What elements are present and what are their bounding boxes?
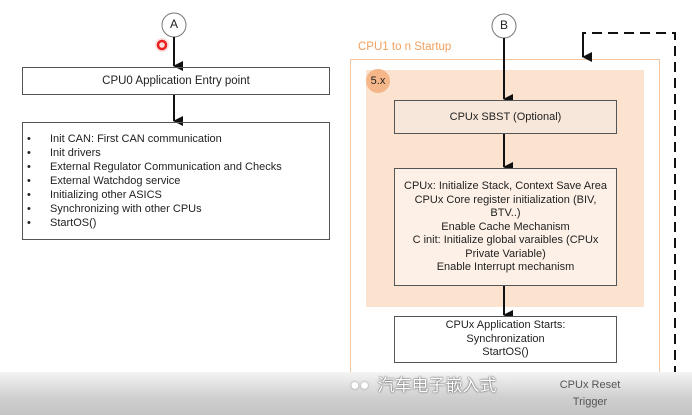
reset-label-1: CPUx Reset: [559, 379, 621, 391]
init-line: C init: Initialize global varaibles (CPU…: [412, 234, 599, 246]
cpu0-steps-box: Init CAN: First CAN communication Init d…: [22, 122, 330, 240]
wechat-icon: ●●: [350, 377, 370, 394]
sbst-box: CPUx SBST (Optional): [394, 100, 617, 134]
reset-trigger-loop: [504, 32, 676, 396]
init-line: BTV..): [490, 207, 521, 219]
watermark: 汽车电子嵌入式: [377, 376, 497, 395]
list-item: Initializing other ASICS: [23, 188, 329, 202]
list-item: StartOS(): [23, 216, 329, 230]
init-box: CPUx: Initialize Stack, Context Save Are…: [394, 168, 617, 286]
cursor-dot: [156, 39, 168, 51]
badge-label: 5.x: [370, 75, 386, 87]
init-line: Enable Cache Mechanism: [441, 220, 570, 233]
reset-label-2: Trigger: [572, 396, 608, 408]
list-item: External Regulator Communication and Che…: [23, 160, 329, 174]
connector-b-label: B: [499, 18, 508, 32]
group-label: CPU1 to n Startup: [358, 41, 452, 53]
connector-a-label: A: [169, 17, 178, 31]
bottom-fade-band: [0, 372, 692, 415]
list-item: Synchronizing with other CPUs: [23, 202, 329, 216]
list-item: Init CAN: First CAN communication: [23, 132, 329, 146]
list-item: Init drivers: [23, 146, 329, 160]
list-item: External Watchdog service: [23, 174, 329, 188]
app-line: CPUx Application Starts:: [445, 319, 566, 331]
init-line: Enable Interrupt mechanism: [436, 261, 575, 273]
badge-circle: [366, 69, 390, 93]
app-line: Synchronization: [466, 332, 545, 345]
init-line: CPUx: Initialize Stack, Context Save Are…: [404, 180, 607, 192]
app-start-box: CPUx Application Starts: Synchronization…: [394, 316, 617, 363]
app-line: StartOS(): [482, 346, 529, 358]
init-line: CPUx Core register initialization (BIV,: [414, 193, 597, 206]
init-line: Private Variable): [465, 247, 546, 260]
cpu0-entry-box: CPU0 Application Entry point: [22, 67, 330, 95]
cpu0-steps-list: Init CAN: First CAN communication Init d…: [23, 132, 329, 230]
